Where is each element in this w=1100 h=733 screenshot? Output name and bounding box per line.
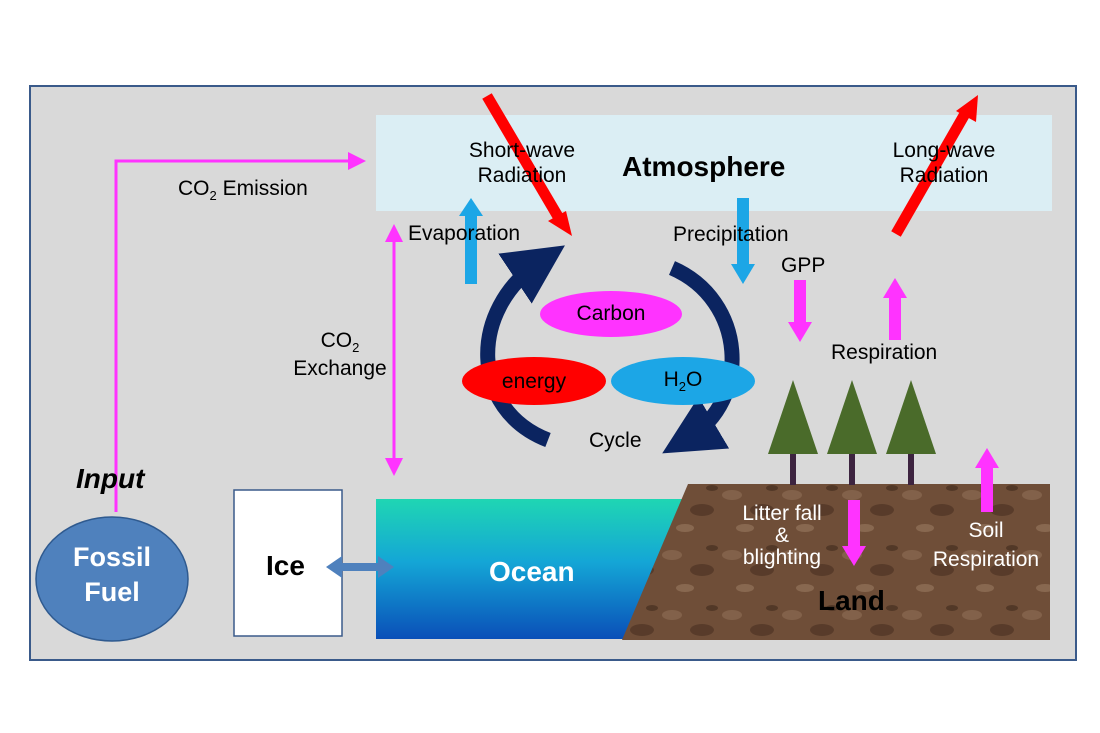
energy-ellipse [462,357,606,405]
co2-emission-label: CO2 Emission [178,177,308,204]
long-wave-arrow [891,95,978,237]
carbon-label: Carbon [576,302,646,325]
gpp-label: GPP [781,254,826,277]
co2-exchange-label: CO2 Exchange [293,329,387,380]
carbon-ellipse [540,291,682,337]
land-label: Land [818,585,885,616]
ice-ocean-exchange-arrow [326,556,394,578]
co2-emission-arrow [114,152,366,512]
evaporation-label: Evaporation [408,222,521,245]
cycle-label: Cycle [589,429,642,452]
short-wave-arrow [482,93,572,236]
evaporation-arrow [459,198,483,284]
ice-label: Ice [266,550,305,581]
soil-respiration-arrow [975,448,999,512]
precipitation-label: Precipitation [673,223,789,246]
cycle-arrow-left [480,245,565,447]
energy-label: energy [501,370,567,393]
tree-1 [768,380,818,485]
h2o-label: H2O [663,368,703,395]
ice-box [233,489,343,637]
soil-respiration-label: Soil Respiration [932,519,1040,572]
short-wave-label: Short-wave Radiation [468,139,576,188]
long-wave-label: Long-wave Radiation [892,139,996,188]
tree-2 [827,380,877,485]
land-area [622,484,1050,640]
litter-fall-label: Litter fall & blighting [742,502,822,570]
atmosphere-title: Atmosphere [622,151,786,182]
h2o-ellipse [611,357,755,405]
litter-fall-arrow [842,500,866,566]
ocean-label: Ocean [489,556,575,587]
respiration-arrow [883,278,907,340]
input-label: Input [76,463,145,494]
fossil-fuel-label: Fossil Fuel [72,542,152,608]
fossil-fuel-ellipse [35,516,189,642]
precipitation-arrow [731,198,755,284]
respiration-label: Respiration [831,341,938,364]
cycle-arrow-right [662,261,740,454]
tree-3 [886,380,936,485]
gpp-arrow [788,280,812,342]
